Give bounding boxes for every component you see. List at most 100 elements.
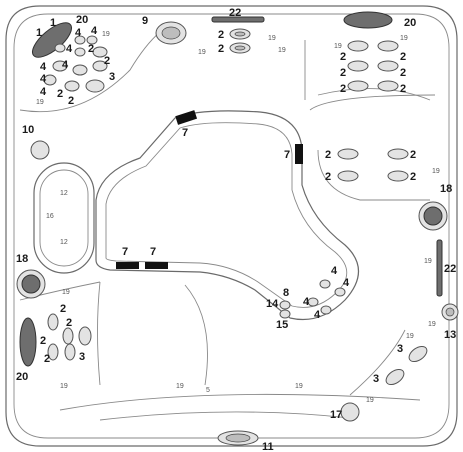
seat-contour-topright — [309, 94, 436, 111]
jets-topleft — [43, 35, 108, 93]
diverter-block — [116, 262, 139, 269]
callout-label: 2 — [60, 303, 66, 315]
callout-label: 19 — [198, 49, 206, 56]
drain-fixture-inner — [445, 307, 455, 317]
callout-label: 19 — [295, 383, 303, 390]
jets-top — [229, 28, 251, 54]
callout-label: 2 — [218, 29, 224, 41]
callout-label: 11 — [262, 441, 274, 452]
callout-label: 22 — [444, 263, 456, 275]
callout-label: 2 — [400, 83, 406, 95]
skimmer-inner — [161, 26, 181, 40]
callout-label: 2 — [66, 317, 72, 329]
callout-label: 5 — [206, 387, 210, 394]
diverter-block — [145, 262, 168, 269]
callout-label: 20 — [404, 17, 416, 29]
callout-label: 16 — [46, 213, 54, 220]
callout-label: 4 — [314, 309, 321, 321]
callout-label: 2 — [400, 51, 406, 63]
callout-label: 2 — [104, 55, 110, 67]
callout-label: 8 — [283, 287, 289, 299]
callout-label: 2 — [40, 335, 46, 347]
callout-label: 7 — [122, 246, 128, 258]
callout-label: 2 — [325, 149, 331, 161]
callout-label: 4 — [91, 25, 98, 37]
callout-label: 1 — [36, 27, 42, 39]
callout-label: 2 — [340, 83, 346, 95]
callout-label: 2 — [57, 88, 63, 100]
callout-label: 3 — [373, 373, 379, 385]
pillow-headrest — [19, 317, 37, 367]
footwell-inner-outline — [105, 122, 348, 308]
callout-label: 19 — [278, 47, 286, 54]
callout-label: 7 — [182, 127, 188, 139]
lounge-inner-outline — [39, 169, 89, 267]
callout-label: 19 — [400, 35, 408, 42]
callout-label: 2 — [88, 43, 94, 55]
control-knob-inner — [423, 206, 443, 226]
callout-label: 3 — [79, 351, 85, 363]
pillow-headrest — [343, 11, 393, 29]
callout-label: 2 — [340, 51, 346, 63]
callout-label: 2 — [325, 171, 331, 183]
callout-label: 19 — [366, 397, 374, 404]
callout-label: 7 — [284, 149, 290, 161]
callout-label: 17 — [330, 409, 342, 421]
seat-contour-topright-curve — [317, 88, 431, 101]
callout-label: 10 — [22, 124, 34, 136]
lounge-outline — [33, 162, 95, 274]
filter-fixture — [340, 402, 360, 422]
seat-contour-right — [317, 149, 430, 201]
callout-label: 18 — [440, 183, 452, 195]
callout-label: 12 — [60, 190, 68, 197]
callout-label: 4 — [40, 86, 47, 98]
callout-label: 3 — [397, 343, 403, 355]
spa-inner-rim — [13, 13, 450, 439]
callout-label: 4 — [62, 59, 69, 71]
callout-label: 20 — [16, 371, 28, 383]
callout-label: 19 — [428, 321, 436, 328]
seat-contour-topleft — [19, 31, 161, 113]
footwell-outline — [95, 110, 359, 321]
seat-contour-bottomleft2 — [97, 281, 101, 386]
callout-label: 4 — [40, 61, 47, 73]
jets-bottomright — [385, 345, 428, 386]
bottom-step-outline — [59, 393, 421, 411]
callout-label: 13 — [444, 329, 456, 341]
light-bar — [211, 16, 265, 23]
callout-label: 2 — [410, 149, 416, 161]
filter-fixture — [30, 140, 50, 160]
jets-bottomleft — [47, 313, 92, 361]
jets-right — [337, 148, 409, 182]
callout-label: 22 — [229, 7, 241, 19]
callout-label: 9 — [142, 15, 148, 27]
diverter-block — [295, 144, 303, 164]
callout-label: 19 — [60, 383, 68, 390]
jets-topright — [347, 40, 399, 92]
diverter-block — [175, 110, 198, 125]
callout-label: 19 — [406, 333, 414, 340]
seat-contour-bottomright — [349, 329, 406, 396]
callout-label: 4 — [75, 27, 82, 39]
callout-label: 19 — [36, 99, 44, 106]
callout-label: 2 — [68, 95, 74, 107]
callout-label: 4 — [303, 296, 310, 308]
callout-label: 19 — [176, 383, 184, 390]
callout-label: 14 — [266, 298, 279, 310]
callout-label: 3 — [109, 71, 115, 83]
callout-label: 2 — [340, 67, 346, 79]
callout-label: 19 — [102, 31, 110, 38]
callout-label: 19 — [432, 168, 440, 175]
callout-label: 1 — [50, 17, 56, 29]
callout-label: 12 — [60, 239, 68, 246]
control-knob-inner — [21, 274, 41, 294]
seat-contour-bottom — [184, 284, 208, 386]
callout-label: 4 — [343, 277, 350, 289]
callout-label: 2 — [410, 171, 416, 183]
callout-label: 19 — [424, 258, 432, 265]
callout-label: 15 — [276, 319, 288, 331]
callout-label: 7 — [150, 246, 156, 258]
bottom-lip — [99, 411, 351, 421]
spa-shell-outline — [5, 5, 458, 447]
